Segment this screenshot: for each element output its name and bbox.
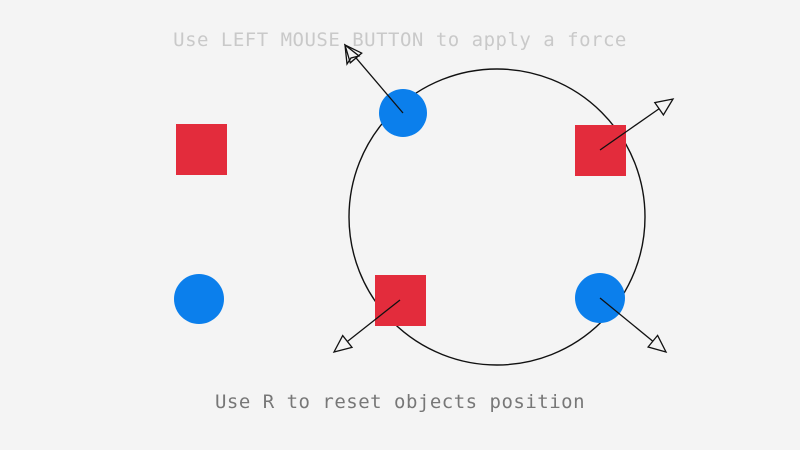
force-arrow-shaft [346,299,401,342]
force-arrow-shaft [355,57,404,114]
boundary-circle [348,68,646,366]
force-arrow-circle-bottom-right [599,297,668,354]
force-arrow-square-center [332,299,401,353]
force-arrow-shaft [599,108,660,151]
mouse-cursor-icon [344,43,361,66]
force-arrow-head [646,334,668,354]
hint-text-reset: Use R to reset objects position [214,391,586,413]
body-square-right[interactable] [575,125,626,176]
body-square-center[interactable] [375,275,426,326]
body-square-left[interactable] [176,124,227,175]
body-circle-left[interactable] [174,274,224,324]
force-arrow-square-right [599,98,675,151]
bodies-group[interactable] [174,89,626,326]
force-arrow-head [343,43,363,64]
force-arrow-shaft [599,297,654,342]
mouse-cursor-icon [344,43,361,66]
hint-text-apply-force: Use LEFT MOUSE BUTTON to apply a force [173,29,627,51]
force-arrows-group [332,43,675,354]
force-arrow-head [332,334,354,353]
force-arrow-head [653,98,675,117]
force-arrow-circle-top [343,43,404,114]
